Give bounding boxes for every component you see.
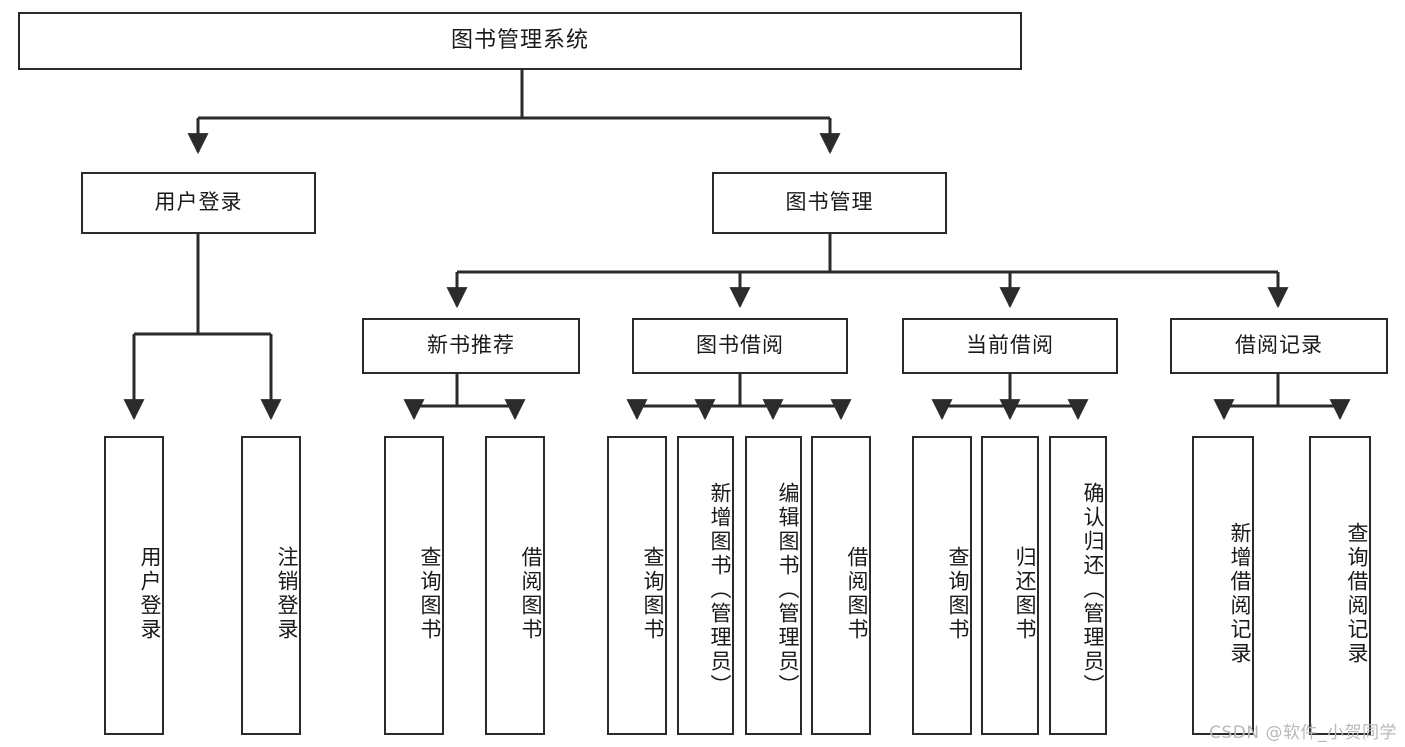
node-label: 查询图书 — [641, 545, 665, 642]
node-label: 当前借阅 — [966, 333, 1054, 358]
leaf-edit-book-admin[interactable]: 编辑图书（管理员） — [745, 436, 802, 735]
node-label: 借阅记录 — [1235, 333, 1323, 358]
node-book-borrow[interactable]: 图书借阅 — [632, 318, 848, 374]
node-borrow-record[interactable]: 借阅记录 — [1170, 318, 1388, 374]
node-label: 用户登录 — [154, 190, 243, 215]
leaf-query-book-borrow[interactable]: 查询图书 — [607, 436, 667, 735]
node-label: 查询图书 — [946, 545, 970, 642]
node-label: 借阅图书 — [845, 545, 869, 642]
leaf-query-book-current[interactable]: 查询图书 — [912, 436, 972, 735]
leaf-return-book[interactable]: 归还图书 — [981, 436, 1039, 735]
node-label: 图书管理 — [785, 190, 874, 215]
node-label: 图书借阅 — [696, 333, 784, 358]
node-label: 用户登录 — [138, 545, 162, 642]
csdn-watermark: CSDN @软件_小贺同学 — [1209, 723, 1397, 743]
leaf-confirm-return-admin[interactable]: 确认归还（管理员） — [1049, 436, 1107, 735]
node-label: 查询图书 — [418, 545, 442, 642]
leaf-add-borrow-record[interactable]: 新增借阅记录 — [1192, 436, 1254, 735]
node-label: 新增借阅记录 — [1228, 521, 1252, 666]
node-label: 注销登录 — [275, 545, 299, 642]
node-new-book-recommend[interactable]: 新书推荐 — [362, 318, 580, 374]
node-label: 借阅图书 — [519, 545, 543, 642]
node-label: 归还图书 — [1013, 545, 1037, 642]
node-book-manage[interactable]: 图书管理 — [712, 172, 947, 234]
node-label: 查询借阅记录 — [1345, 521, 1369, 666]
node-label: 确认归还（管理员） — [1081, 481, 1105, 698]
leaf-user-logout[interactable]: 注销登录 — [241, 436, 301, 735]
node-label: 新书推荐 — [427, 333, 515, 358]
leaf-query-borrow-record[interactable]: 查询借阅记录 — [1309, 436, 1371, 735]
node-label: 编辑图书（管理员） — [776, 481, 800, 698]
node-current-borrow[interactable]: 当前借阅 — [902, 318, 1118, 374]
leaf-query-book-recommend[interactable]: 查询图书 — [384, 436, 444, 735]
node-user-login[interactable]: 用户登录 — [81, 172, 316, 234]
node-label: 新增图书（管理员） — [708, 481, 732, 698]
leaf-add-book-admin[interactable]: 新增图书（管理员） — [677, 436, 734, 735]
leaf-borrow-book-recommend[interactable]: 借阅图书 — [485, 436, 545, 735]
node-label: 图书管理系统 — [450, 27, 589, 53]
node-root-book-management-system[interactable]: 图书管理系统 — [18, 12, 1022, 70]
leaf-borrow-book-borrow[interactable]: 借阅图书 — [811, 436, 871, 735]
leaf-user-login[interactable]: 用户登录 — [104, 436, 164, 735]
